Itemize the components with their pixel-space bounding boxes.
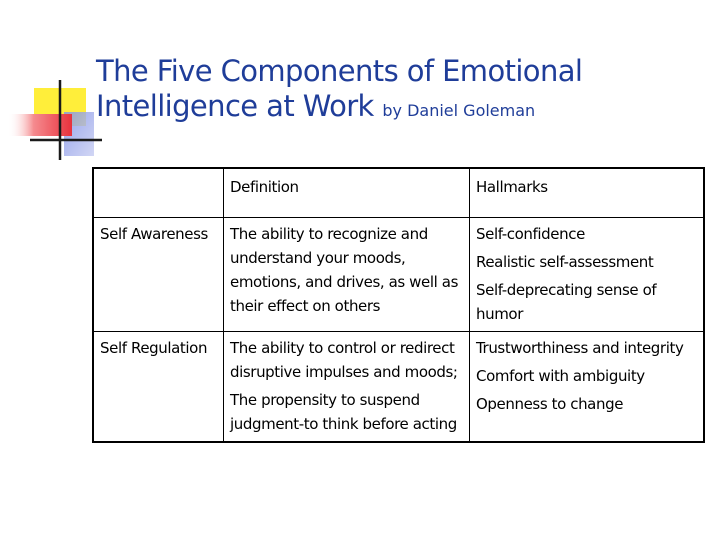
hallmark-item: Comfort with ambiguity — [476, 367, 645, 385]
title-line-1: The Five Components of Emotional — [96, 54, 583, 88]
slide-title: The Five Components of Emotional Intelli… — [96, 54, 706, 128]
title-line-2: Intelligence at Work by Daniel Goleman — [96, 89, 706, 128]
hallmark-item: Openness to change — [476, 395, 624, 413]
hallmark-item: Self-deprecating sense of humor — [476, 281, 657, 323]
hallmark-item: Self-confidence — [476, 225, 585, 243]
definition-cell: The ability to control or redirect disru… — [223, 331, 470, 443]
hallmark-item: Realistic self-assessment — [476, 253, 654, 271]
definition-cell: The ability to recognize and understand … — [223, 217, 470, 332]
table-row: Self Awareness The ability to recognize … — [92, 217, 705, 332]
header-cell-definition: Definition — [223, 167, 470, 218]
components-table: Definition Hallmarks Self Awareness The … — [92, 167, 705, 443]
hallmarks-cell: Trustworthiness and integrity Comfort wi… — [469, 331, 705, 443]
table-row: Self Regulation The ability to control o… — [92, 331, 705, 443]
logo-red-bar — [8, 114, 72, 136]
header-cell-hallmarks: Hallmarks — [469, 167, 705, 218]
component-cell: Self Awareness — [92, 217, 224, 332]
table-header-row: Definition Hallmarks — [92, 167, 705, 218]
slide-subtitle: by Daniel Goleman — [382, 101, 536, 120]
header-cell-empty — [92, 167, 224, 218]
definition-text: The ability to recognize and understand … — [230, 225, 458, 315]
title-line-2-text: Intelligence at Work — [96, 89, 374, 123]
definition-text: The ability to control or redirect disru… — [230, 339, 458, 381]
hallmarks-cell: Self-confidence Realistic self-assessmen… — [469, 217, 705, 332]
component-cell: Self Regulation — [92, 331, 224, 443]
hallmark-item: Trustworthiness and integrity — [476, 339, 684, 357]
definition-text: The propensity to suspend judgment-to th… — [230, 391, 457, 433]
decorative-squares-logo — [8, 80, 102, 160]
